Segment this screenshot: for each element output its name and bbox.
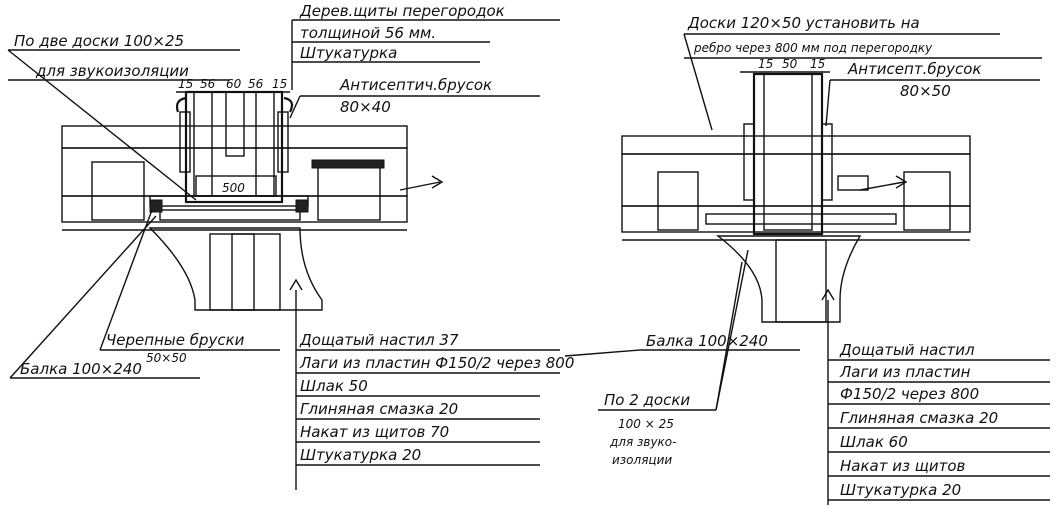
left-partition-thickness: толщиной 56 мм. — [300, 24, 436, 42]
left-layer-3: Шлак 50 — [300, 377, 368, 395]
right-layer-2: Лаги из пластин — [839, 363, 971, 381]
left-joist-right — [317, 161, 381, 221]
left-leaders — [7, 19, 560, 490]
right-dim-2: 50 — [782, 57, 798, 71]
right-beam-label: Балка 100×240 — [646, 332, 768, 350]
left-dim-2: 56 — [200, 77, 216, 91]
left-layer-1: Дощатый настил 37 — [299, 331, 459, 349]
right-ceiling-layer — [621, 205, 971, 233]
left-center-dim: 500 — [222, 181, 245, 195]
left-beam-label: Балка 100×240 — [20, 360, 142, 378]
left-layer-2: Лаги из пластин Ф150/2 через 800 — [299, 354, 574, 372]
left-layer-4: Глиняная смазка 20 — [300, 400, 458, 418]
right-joist-left — [657, 171, 699, 231]
right-top-label-1: Доски 120×50 установить на — [687, 14, 920, 32]
right-detail — [621, 72, 971, 323]
left-layer-6: Штукатурка 20 — [300, 446, 421, 464]
left-ceiling-layer — [61, 195, 408, 223]
right-leaders — [564, 33, 1050, 505]
right-antiseptic-label: Антисепт.брусок — [847, 60, 981, 78]
right-layer-1: Дощатый настил — [839, 341, 975, 359]
right-joist-right — [903, 171, 951, 231]
right-dim-1: 15 — [758, 57, 773, 71]
right-layer-3: Ф150/2 через 800 — [840, 385, 979, 403]
right-layer-7: Штукатурка 20 — [840, 481, 961, 499]
right-layer-5: Шлак 60 — [840, 433, 908, 451]
right-slag-layer — [621, 153, 971, 207]
left-plaster-label: Штукатурка — [300, 44, 397, 62]
left-joist-left — [91, 161, 145, 221]
right-boards-purpose-1: для звуко- — [609, 435, 676, 449]
right-layer-6: Накат из щитов — [840, 457, 966, 475]
right-partition-boards — [763, 73, 813, 231]
left-boards-purpose: для звукоизоляции — [35, 62, 189, 80]
left-detail — [61, 90, 444, 311]
right-dim-3: 15 — [810, 57, 825, 71]
left-skull-label: Черепные бруски — [106, 331, 245, 349]
left-antiseptic-size: 80×40 — [340, 98, 391, 116]
left-dim-5: 15 — [272, 77, 287, 91]
left-joist-cap — [311, 159, 385, 169]
left-boards-label: По две доски 100×25 — [14, 32, 184, 50]
left-partition-label: Дерев.щиты перегородок — [299, 2, 505, 20]
right-layer-4: Глиняная смазка 20 — [840, 409, 998, 427]
right-boards-label: По 2 доски — [604, 391, 690, 409]
left-layer-5: Накат из щитов 70 — [300, 423, 449, 441]
left-beam — [209, 233, 281, 311]
right-beam — [775, 239, 827, 323]
right-boards-purpose-2: изоляции — [612, 453, 672, 467]
right-sound-boards — [705, 213, 897, 225]
left-dim-4: 56 — [248, 77, 264, 91]
left-antiseptic-label: Антисептич.брусок — [339, 76, 492, 94]
left-partition-board-2 — [225, 91, 245, 157]
left-dim-3: 60 — [226, 77, 242, 91]
left-skull-bar-right — [295, 199, 309, 213]
left-dim-1: 15 — [178, 77, 193, 91]
left-skull-dim: 50×50 — [146, 351, 187, 365]
left-partition-board-3 — [255, 91, 275, 197]
right-upper-plank — [621, 135, 971, 155]
right-antiseptic-size: 80×50 — [900, 82, 951, 100]
right-boards-size: 100 × 25 — [618, 417, 674, 431]
right-top-label-2: ребро через 800 мм под перегородку — [693, 41, 933, 55]
left-upper-plank — [61, 125, 408, 149]
left-skull-bar-left — [149, 199, 163, 213]
